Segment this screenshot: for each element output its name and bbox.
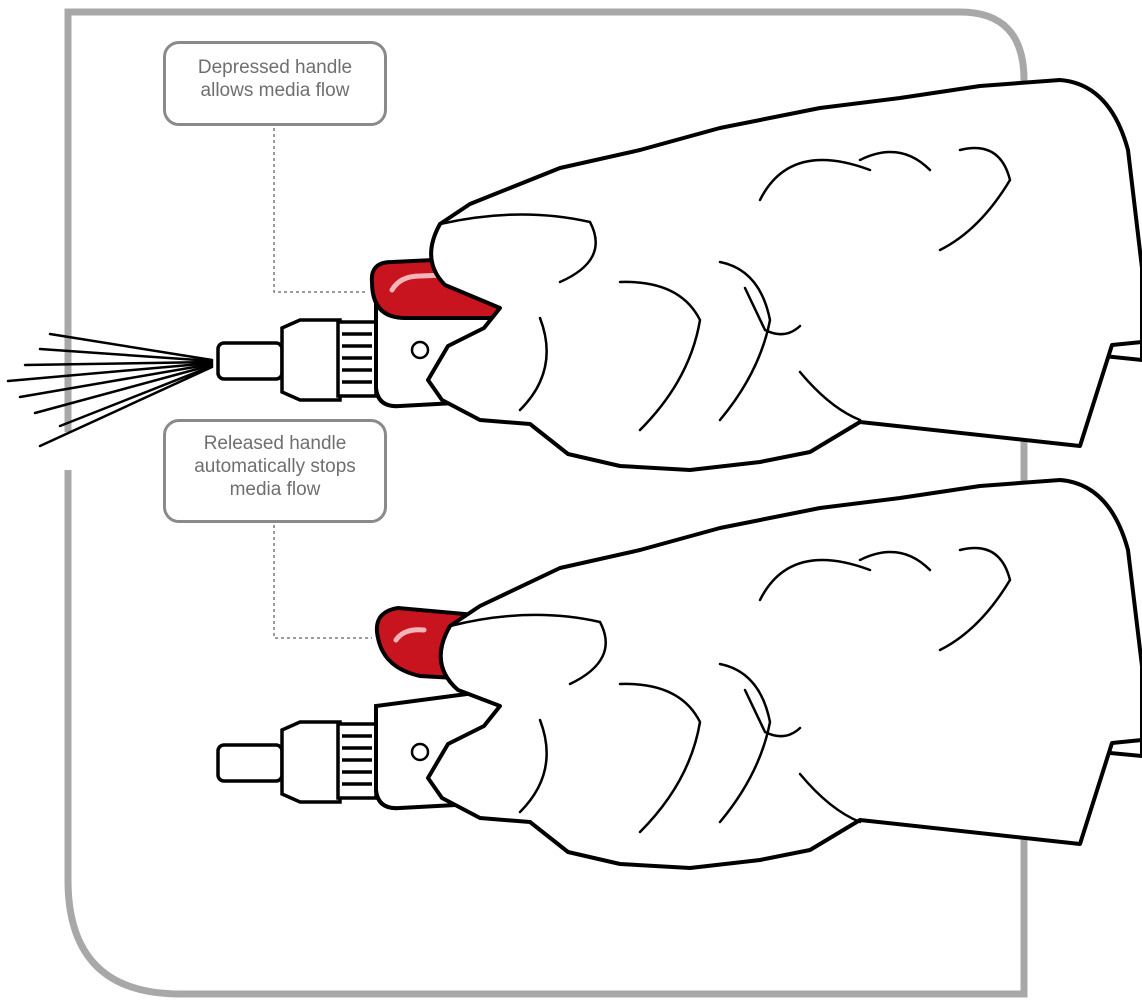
callout-released-line3: media flow (229, 479, 321, 500)
callout-depressed-handle: Depressed handle allows media flow (163, 41, 387, 126)
callout-depressed-line1: Depressed handle (197, 57, 353, 78)
callout-depressed-line2: allows media flow (200, 80, 350, 101)
body-screw-bottom (410, 742, 430, 762)
leader-line-released (273, 525, 372, 639)
media-spray (6, 332, 214, 448)
leader-line-depressed (273, 128, 368, 293)
background-frame (64, 8, 1028, 998)
body-screw-top (410, 340, 430, 360)
glove-bottom (426, 478, 1142, 870)
nozzle-bottom (216, 720, 378, 804)
callout-released-line1: Released handle (203, 433, 347, 454)
glove-folds-bottom (448, 546, 1012, 834)
top-illustration (6, 78, 1142, 472)
nozzle-top (216, 318, 378, 402)
handle-highlight-top (389, 269, 523, 293)
handle-highlight-bottom (393, 627, 427, 643)
glove-folds-top (438, 146, 1012, 432)
bottom-illustration (216, 478, 1142, 870)
callout-released-line2: automatically stops (194, 456, 356, 477)
glove-top (426, 78, 1142, 472)
callout-released-handle: Released handle automatically stops medi… (163, 419, 387, 523)
